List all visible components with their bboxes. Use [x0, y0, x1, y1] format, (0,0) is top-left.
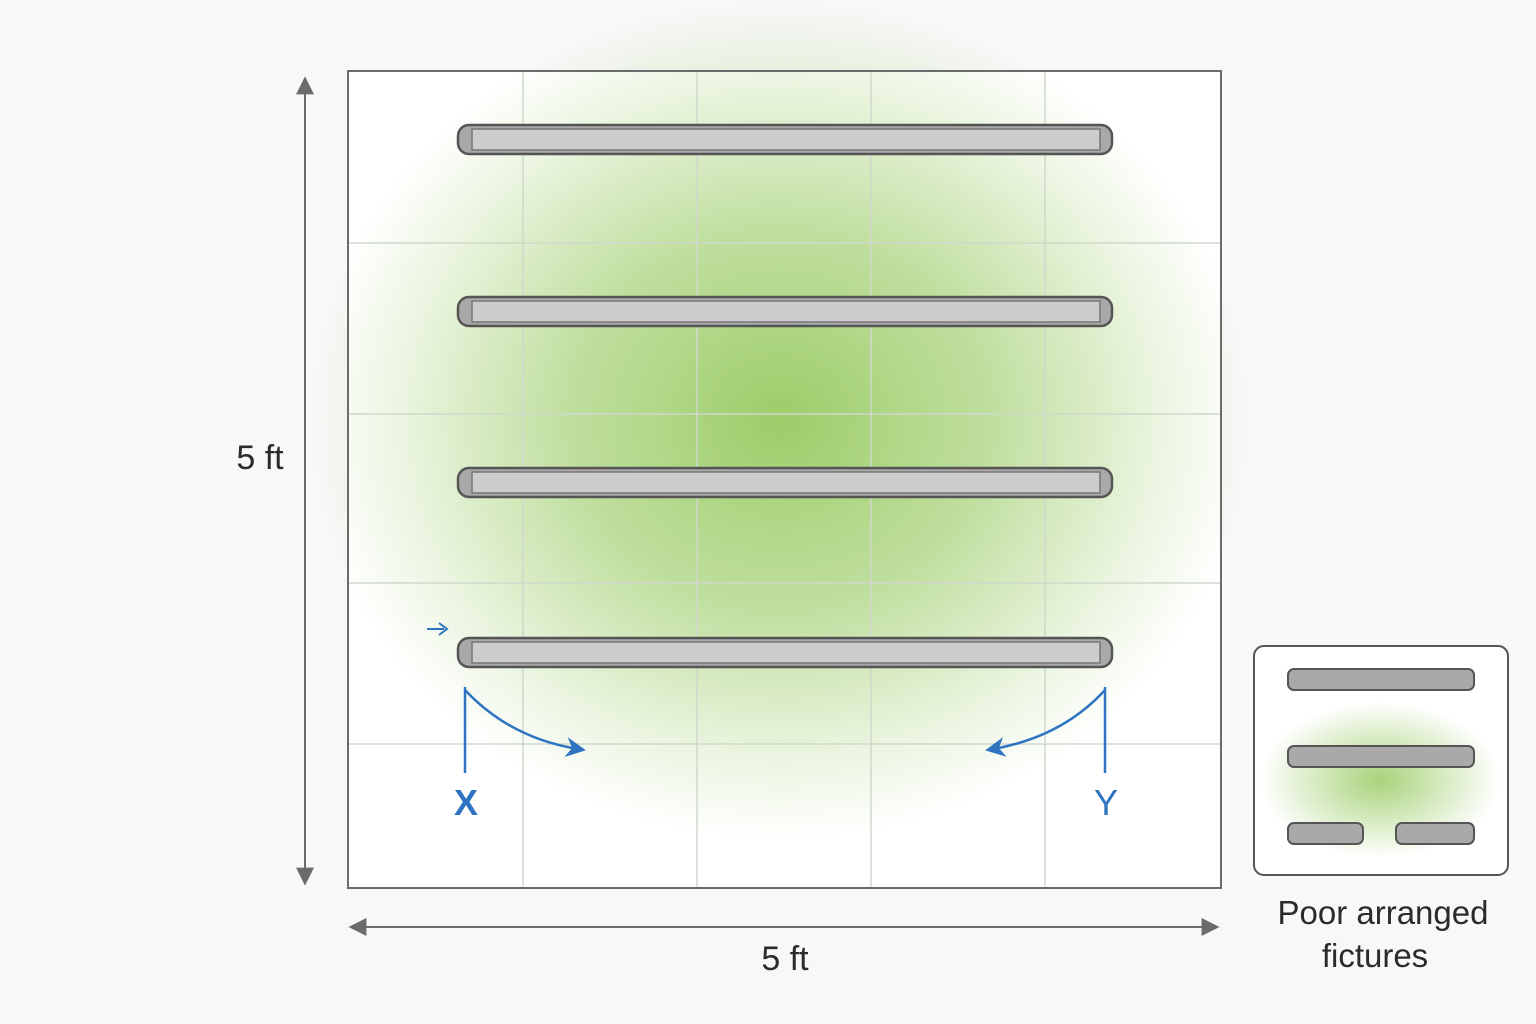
height-label: 5 ft — [236, 439, 284, 477]
marker-y: Y — [985, 687, 1118, 823]
inset-fixture-4 — [1395, 822, 1475, 845]
light-glow — [310, 0, 1250, 840]
inset-fixture-2 — [1287, 745, 1475, 768]
marker-x: X — [454, 687, 586, 823]
fixture-3 — [456, 466, 1114, 499]
width-label: 5 ft — [761, 940, 809, 978]
fixture-2 — [456, 295, 1114, 328]
height-dimension: 5 ft — [236, 76, 314, 886]
inset-caption-line1: Poor arranged — [1278, 894, 1489, 931]
inset-panel — [1253, 645, 1509, 876]
inset-caption-line2: fictures — [1322, 937, 1428, 974]
pointer-arrow-icon — [427, 622, 449, 636]
fixture-4 — [456, 636, 1114, 669]
inset-fixture-3 — [1287, 822, 1364, 845]
inset-fixture-1 — [1287, 668, 1475, 691]
fixture-1 — [456, 123, 1114, 156]
marker-y-label: Y — [1094, 782, 1118, 823]
marker-x-label: X — [454, 782, 478, 823]
room-frame — [347, 70, 1222, 889]
inset-glow — [1260, 702, 1500, 858]
width-dimension: 5 ft — [348, 918, 1220, 978]
